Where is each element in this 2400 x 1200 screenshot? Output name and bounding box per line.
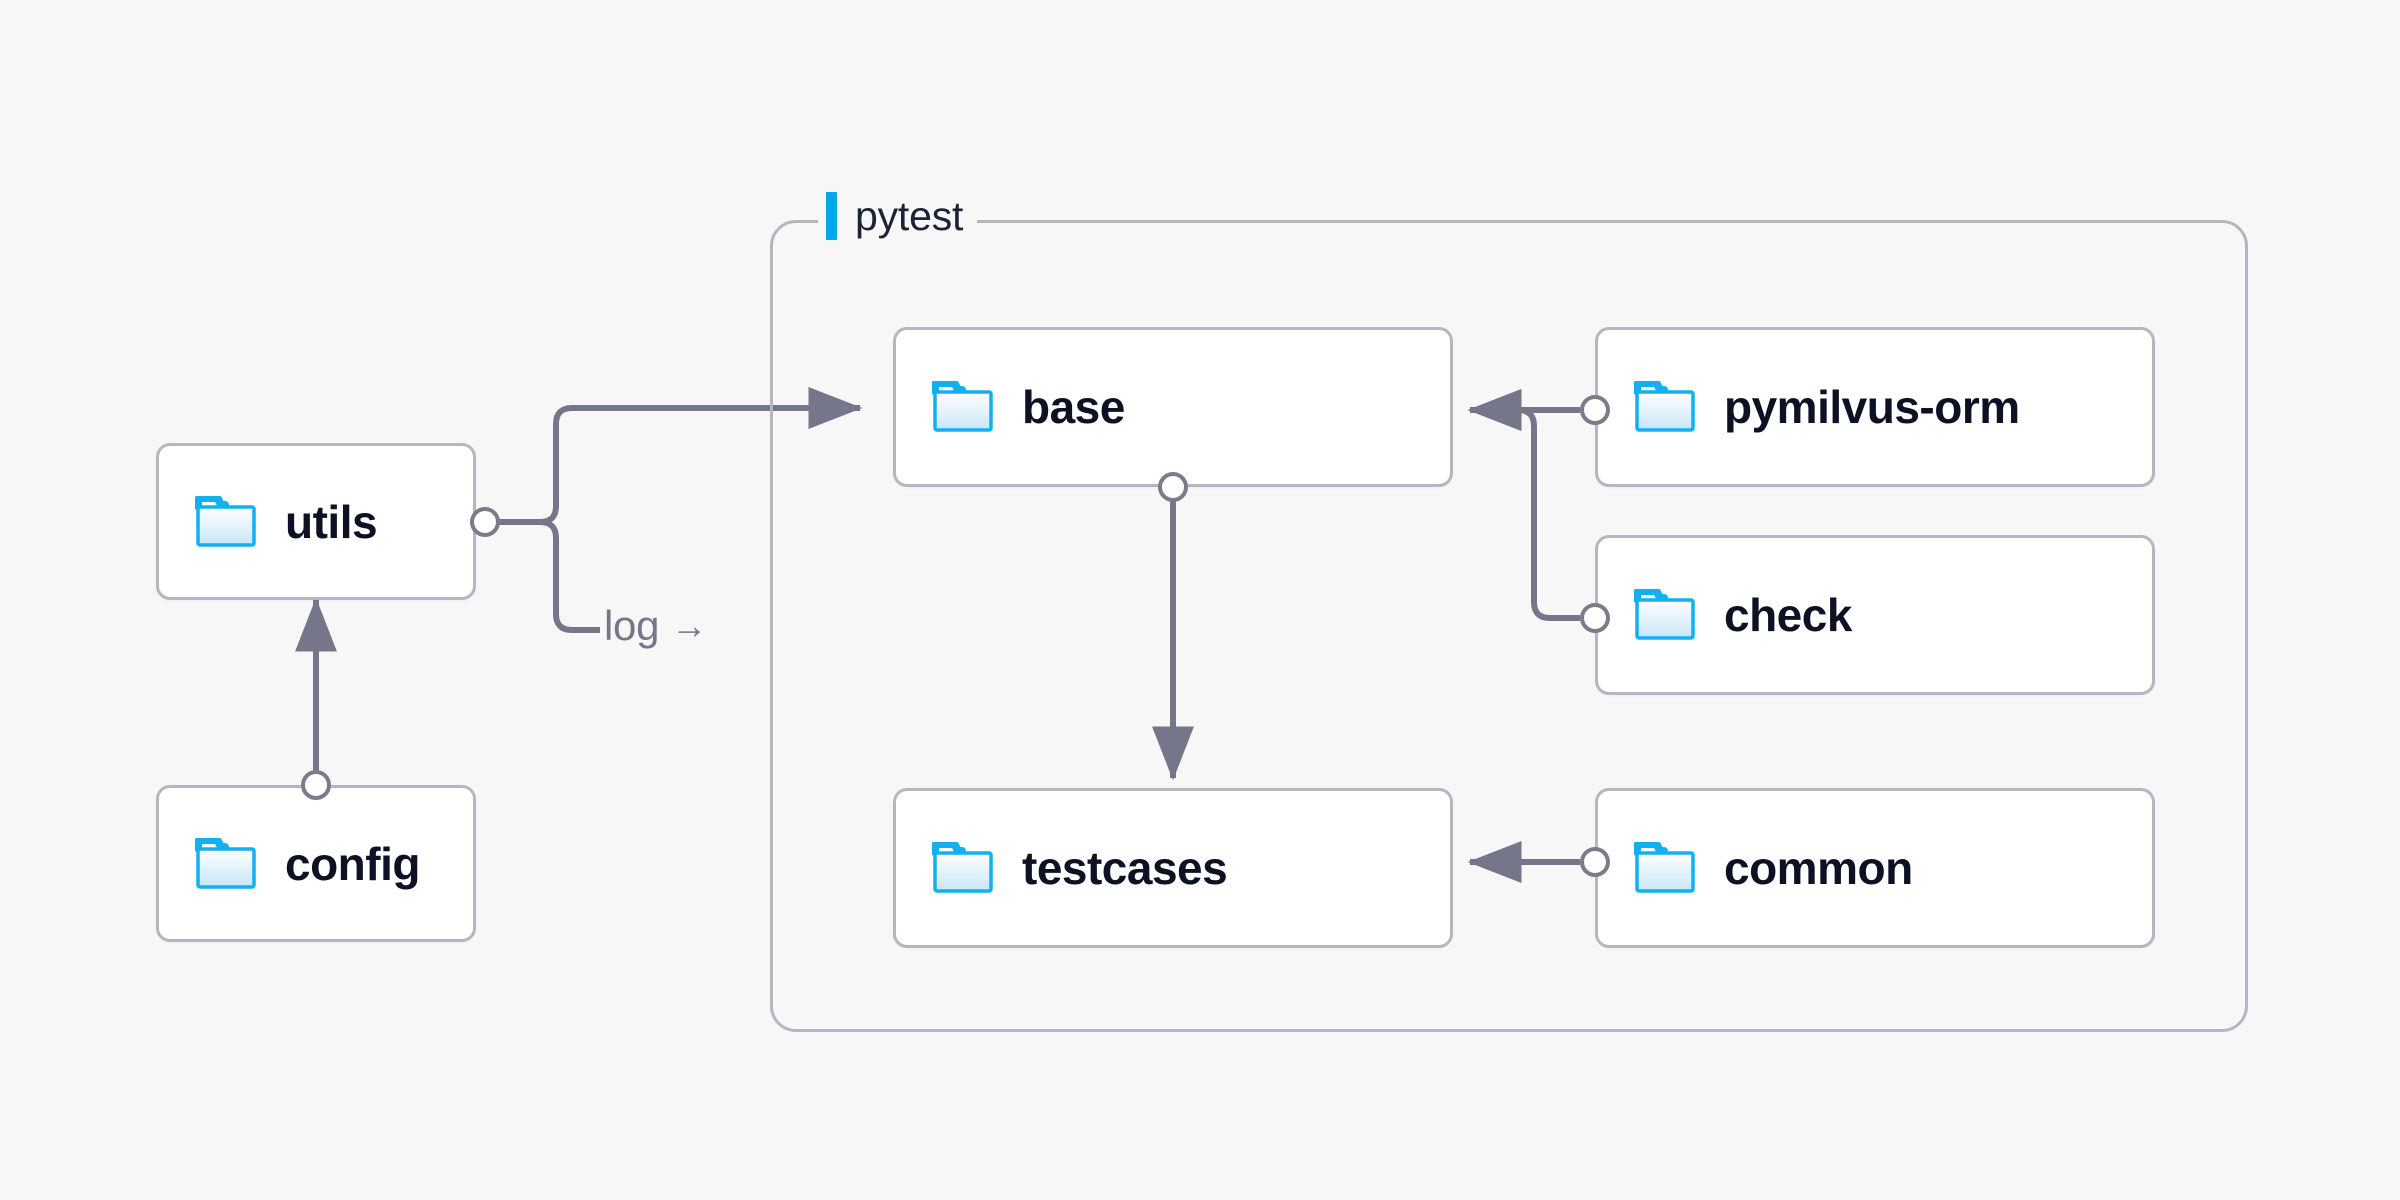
node-label: pymilvus-orm <box>1724 381 2020 433</box>
port-base-bottom[interactable] <box>1158 472 1188 502</box>
folder-icon <box>1634 842 1695 893</box>
node-pymilvus-orm[interactable]: pymilvus-orm <box>1595 327 2155 487</box>
node-label: check <box>1724 589 1852 641</box>
node-label: utils <box>285 495 378 548</box>
edge-label-log: log → <box>604 602 707 650</box>
port-pymilvus-orm-left[interactable] <box>1580 395 1610 425</box>
port-common-left[interactable] <box>1580 847 1610 877</box>
node-label: common <box>1724 842 1913 894</box>
node-base[interactable]: base <box>893 327 1453 487</box>
port-config-top[interactable] <box>301 770 331 800</box>
edge-label-log-text: log <box>604 602 660 649</box>
node-label: testcases <box>1022 842 1228 894</box>
group-title: pytest <box>855 192 964 239</box>
folder-icon <box>932 381 993 432</box>
port-check-left[interactable] <box>1580 603 1610 633</box>
node-common[interactable]: common <box>1595 788 2155 948</box>
node-utils[interactable]: utils <box>156 443 476 600</box>
node-check[interactable]: check <box>1595 535 2155 695</box>
port-utils-right[interactable] <box>470 507 500 537</box>
edge-utils-to-log <box>485 519 600 633</box>
node-config[interactable]: config <box>156 785 476 942</box>
group-accent-bar <box>826 192 837 240</box>
group-pytest-label: pytest <box>818 188 978 244</box>
folder-icon <box>1634 589 1695 640</box>
folder-icon <box>1634 381 1695 432</box>
group-pytest[interactable] <box>770 220 2248 1032</box>
node-testcases[interactable]: testcases <box>893 788 1453 948</box>
folder-icon <box>195 837 256 889</box>
folder-icon <box>195 495 256 547</box>
arrow-right-icon: → <box>671 605 707 646</box>
node-label: base <box>1022 381 1125 433</box>
node-label: config <box>285 837 420 890</box>
folder-icon <box>932 842 993 893</box>
